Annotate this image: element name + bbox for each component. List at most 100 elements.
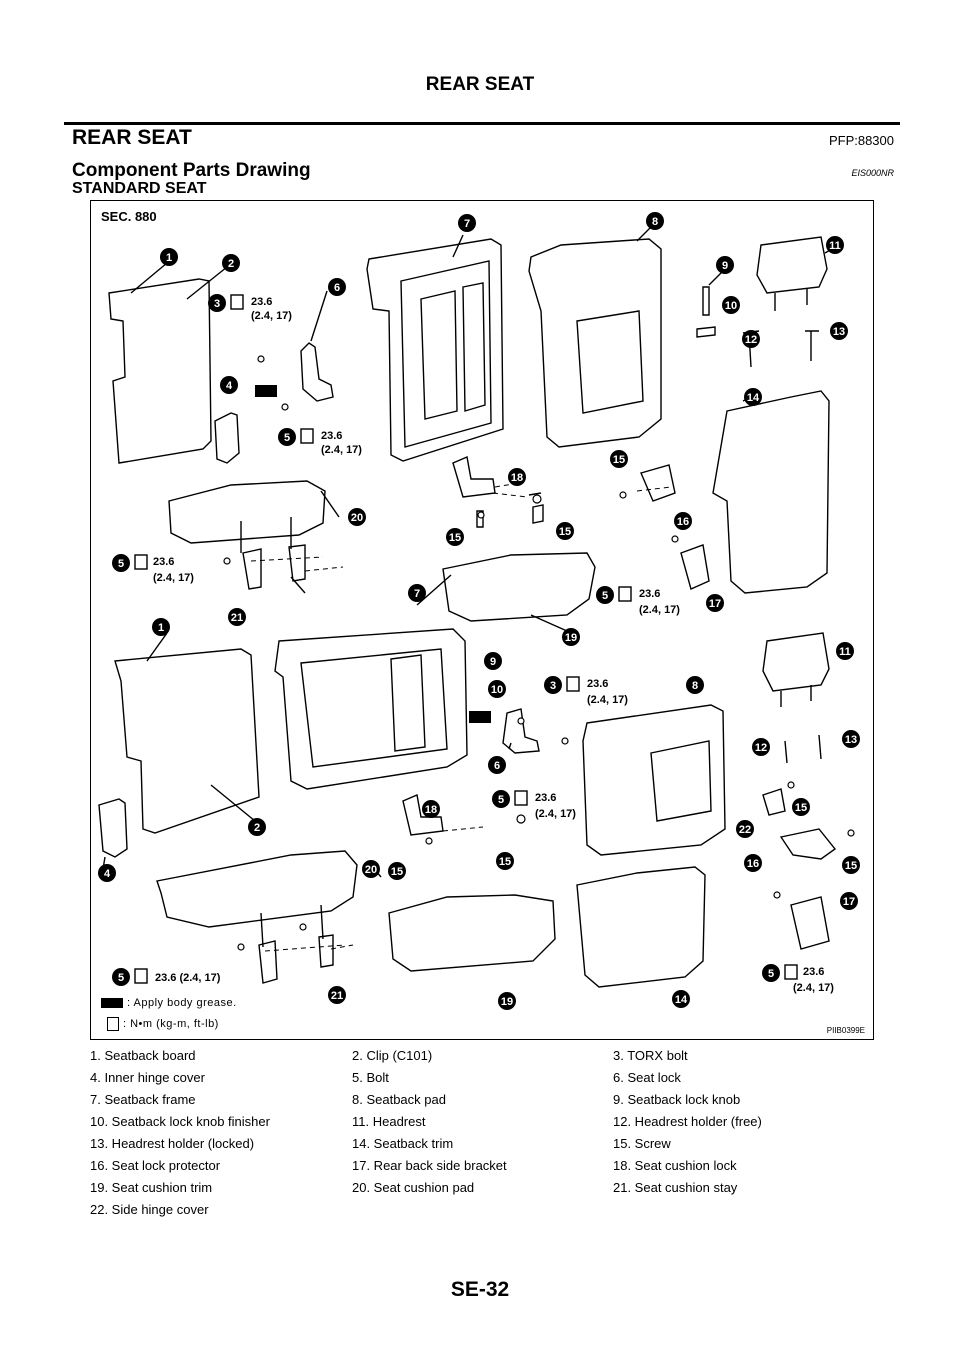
svg-text:23.6 (2.4, 17): 23.6 (2.4, 17) bbox=[155, 972, 221, 984]
svg-text:12: 12 bbox=[755, 742, 767, 754]
part-item: 11. Headrest bbox=[352, 1114, 426, 1129]
callout-14: 14 bbox=[672, 990, 690, 1008]
callout-1: 1 bbox=[152, 618, 170, 636]
callout-5: 5 bbox=[278, 428, 296, 446]
svg-text:18: 18 bbox=[511, 472, 523, 484]
torque-icon bbox=[134, 294, 798, 984]
callout-15: 15 bbox=[496, 852, 514, 870]
callout-20: 20 bbox=[362, 860, 380, 878]
svg-text:20: 20 bbox=[351, 512, 363, 524]
svg-text:1: 1 bbox=[158, 622, 164, 634]
svg-text:15: 15 bbox=[795, 802, 807, 814]
svg-text:5: 5 bbox=[118, 558, 124, 570]
callout-13: 13 bbox=[842, 730, 860, 748]
part-item: 7. Seatback frame bbox=[90, 1092, 196, 1107]
part-item: 22. Side hinge cover bbox=[90, 1202, 209, 1217]
callout-21: 21 bbox=[328, 986, 346, 1004]
callout-16: 16 bbox=[674, 512, 692, 530]
exploded-view-illustration: 1 2 3 4 5 6 7 8 9 10 11 12 13 14 15 15 1… bbox=[98, 212, 860, 1010]
parts-row: 22. Side hinge cover bbox=[90, 1202, 880, 1224]
svg-text:9: 9 bbox=[490, 656, 496, 668]
callout-20: 20 bbox=[348, 508, 366, 526]
svg-text:5: 5 bbox=[118, 972, 124, 984]
callout-16: 16 bbox=[744, 854, 762, 872]
header-rule bbox=[64, 122, 900, 125]
svg-text:(2.4, 17): (2.4, 17) bbox=[587, 694, 628, 706]
callout-2: 2 bbox=[222, 254, 240, 272]
svg-text:4: 4 bbox=[104, 868, 111, 880]
part-item: 13. Headrest holder (locked) bbox=[90, 1136, 255, 1151]
grease-icon bbox=[101, 998, 123, 1009]
callout-5: 5 bbox=[112, 554, 130, 572]
svg-text:23.6: 23.6 bbox=[321, 430, 342, 442]
callout-5: 5 bbox=[112, 968, 130, 986]
svg-text:4: 4 bbox=[226, 380, 233, 392]
svg-text:7: 7 bbox=[414, 588, 420, 600]
svg-text:10: 10 bbox=[491, 684, 503, 696]
svg-text:(2.4, 17): (2.4, 17) bbox=[793, 982, 834, 994]
svg-text:14: 14 bbox=[747, 392, 760, 404]
svg-text:6: 6 bbox=[334, 282, 340, 294]
part-item: 12. Headrest holder (free) bbox=[613, 1114, 762, 1129]
callout-14: 14 bbox=[744, 388, 762, 406]
svg-text:17: 17 bbox=[709, 598, 721, 610]
svg-text:23.6: 23.6 bbox=[803, 966, 824, 978]
svg-text:2: 2 bbox=[228, 258, 234, 270]
svg-text:11: 11 bbox=[829, 240, 841, 252]
svg-text:15: 15 bbox=[499, 856, 511, 868]
torque-icon bbox=[107, 1017, 119, 1031]
callout-21: 21 bbox=[228, 608, 246, 626]
callout-1: 1 bbox=[160, 248, 178, 266]
svg-text:14: 14 bbox=[675, 994, 688, 1006]
svg-text:23.6: 23.6 bbox=[535, 792, 556, 804]
svg-text:8: 8 bbox=[692, 680, 698, 692]
callout-11: 11 bbox=[826, 236, 844, 254]
torque-specs: 23.6 (2.4, 17) 23.6 (2.4, 17) 23.6 (2.4,… bbox=[153, 296, 834, 994]
component-drawing: 1 2 3 4 5 6 7 8 9 10 11 12 13 14 15 15 1… bbox=[90, 200, 874, 1040]
svg-text:21: 21 bbox=[231, 612, 243, 624]
svg-text:2: 2 bbox=[254, 822, 260, 834]
svg-text:13: 13 bbox=[845, 734, 857, 746]
part-item: 1. Seatback board bbox=[90, 1048, 196, 1063]
part-item: 16. Seat lock protector bbox=[90, 1158, 221, 1173]
callout-3: 3 bbox=[544, 676, 562, 694]
svg-text:16: 16 bbox=[677, 516, 689, 528]
callout-18: 18 bbox=[508, 468, 526, 486]
running-head: REAR SEAT bbox=[425, 74, 535, 95]
svg-text:15: 15 bbox=[559, 526, 571, 538]
svg-text:6: 6 bbox=[494, 760, 500, 772]
callout-15: 15 bbox=[388, 862, 406, 880]
callout-15: 15 bbox=[556, 522, 574, 540]
parts-row: 13. Headrest holder (locked)14. Seatback… bbox=[90, 1136, 880, 1158]
callout-17: 17 bbox=[840, 892, 858, 910]
svg-text:16: 16 bbox=[747, 858, 759, 870]
subsubsection-title: STANDARD SEAT bbox=[72, 180, 207, 197]
callout-18: 18 bbox=[422, 800, 440, 818]
callout-19: 19 bbox=[498, 992, 516, 1010]
callout-6: 6 bbox=[488, 756, 506, 774]
callout-12: 12 bbox=[742, 330, 760, 348]
svg-text:(2.4, 17): (2.4, 17) bbox=[153, 572, 194, 584]
svg-text:23.6: 23.6 bbox=[639, 588, 660, 600]
part-item: 15. Screw bbox=[613, 1136, 671, 1151]
svg-text:19: 19 bbox=[501, 996, 513, 1008]
part-item: 9. Seatback lock knob bbox=[613, 1092, 741, 1107]
subsection-code: EIS000NR bbox=[851, 168, 894, 178]
callout-11: 11 bbox=[836, 642, 854, 660]
callout-4: 4 bbox=[220, 376, 238, 394]
callout-12: 12 bbox=[752, 738, 770, 756]
callout-7: 7 bbox=[408, 584, 426, 602]
section-title: REAR SEAT bbox=[72, 126, 192, 149]
svg-text:23.6: 23.6 bbox=[587, 678, 608, 690]
svg-text:8: 8 bbox=[652, 216, 658, 228]
callout-5: 5 bbox=[762, 964, 780, 982]
svg-text:21: 21 bbox=[331, 990, 343, 1002]
svg-text:23.6: 23.6 bbox=[153, 556, 174, 568]
svg-text:7: 7 bbox=[464, 218, 470, 230]
